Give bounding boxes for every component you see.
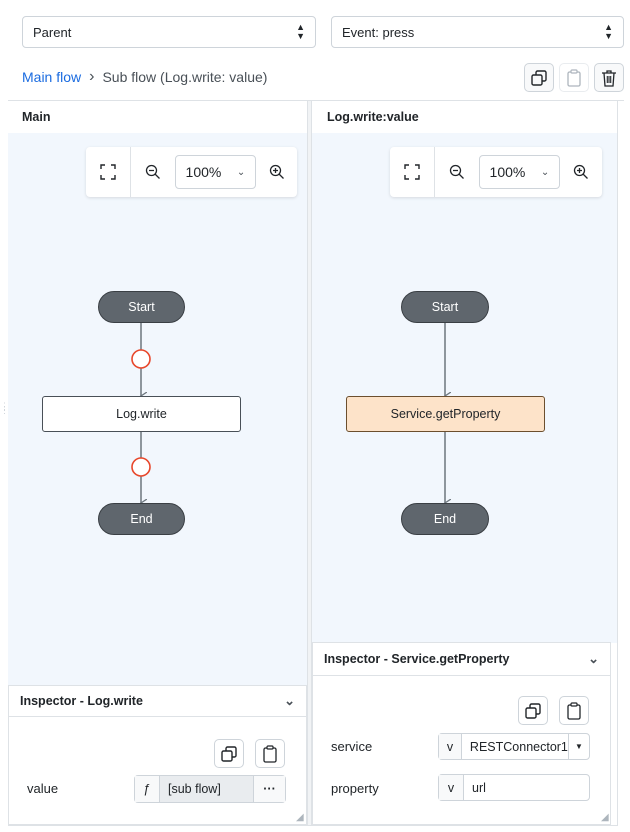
field-label-property: property (331, 781, 379, 796)
copy-icon (531, 69, 547, 86)
more-options-button[interactable]: ··· (253, 776, 285, 802)
chevron-down-icon: ⌄ (284, 693, 295, 708)
paste-field-button[interactable] (559, 696, 589, 725)
fit-view-button[interactable] (390, 147, 435, 197)
subflow-canvas-toolbar: 100% ⌄ (390, 147, 602, 197)
main-canvas-toolbar: 100% ⌄ (86, 147, 297, 197)
inspector-title: Inspector - Service.getProperty (324, 652, 510, 666)
trash-icon (602, 69, 616, 87)
chevron-down-icon: ⌄ (540, 166, 550, 178)
copy-icon (525, 702, 541, 719)
start-node[interactable]: Start (401, 291, 489, 323)
getproperty-node[interactable]: Service.getProperty (346, 396, 545, 432)
delete-button[interactable] (594, 63, 624, 92)
variable-type-tag[interactable]: v (439, 775, 464, 800)
expand-icon (404, 164, 420, 180)
zoom-out-icon (449, 164, 464, 179)
zoom-level-select[interactable]: 100% ⌄ (478, 155, 561, 189)
zoom-in-icon (269, 164, 284, 179)
resize-grip-icon[interactable]: ◢ (296, 812, 304, 823)
start-node[interactable]: Start (98, 291, 185, 323)
zoom-in-button[interactable] (256, 147, 297, 197)
updown-caret-icon: ▲▼ (296, 22, 305, 41)
zoom-level-select[interactable]: 100% ⌄ (174, 155, 257, 189)
copy-icon (221, 745, 237, 762)
value-field-text: [sub flow] (168, 782, 221, 796)
logwrite-node[interactable]: Log.write (42, 396, 241, 432)
copy-field-button[interactable] (518, 696, 548, 725)
subflow-canvas[interactable] (312, 133, 617, 643)
service-field-text: RESTConnector1 (469, 739, 568, 754)
zoom-in-icon (573, 164, 589, 179)
clipboard-icon (567, 701, 581, 720)
chevron-down-icon: ⌄ (236, 166, 246, 178)
breadcrumb-main-link[interactable]: Main flow (22, 69, 82, 85)
inspector-header[interactable]: Inspector - Service.getProperty ⌄ (313, 643, 610, 676)
zoom-in-button[interactable] (560, 147, 602, 197)
inspector-header[interactable]: Inspector - Log.write ⌄ (9, 686, 306, 717)
property-field[interactable]: v url (438, 774, 590, 801)
function-type-tag[interactable]: ƒ (135, 776, 160, 802)
copy-button[interactable] (524, 63, 554, 92)
variable-type-tag[interactable]: v (439, 734, 462, 759)
left-drag-handle-icon[interactable]: ⋮⋮ (0, 401, 9, 415)
paste-button[interactable] (559, 63, 589, 92)
pane-splitter[interactable] (307, 101, 312, 825)
parent-select-value: Parent (33, 24, 72, 40)
event-select[interactable]: Event: press ▲▼ (331, 16, 624, 48)
pane-title-main: Main (22, 110, 51, 124)
end-node[interactable]: End (401, 503, 489, 535)
pane-title-subflow: Log.write:value (327, 110, 419, 124)
zoom-out-button[interactable] (131, 147, 175, 197)
caret-down-icon[interactable]: ▼ (567, 734, 589, 759)
paste-field-button[interactable] (255, 739, 285, 768)
zoom-level-value: 100% (185, 164, 222, 180)
chevron-down-icon: ⌄ (588, 651, 599, 666)
clipboard-icon (567, 68, 581, 87)
zoom-level-value: 100% (489, 164, 526, 180)
value-field[interactable]: ƒ [sub flow] ··· (134, 775, 286, 803)
end-node[interactable]: End (98, 503, 185, 535)
service-field[interactable]: v RESTConnector1 ▼ (438, 733, 590, 760)
header-divider (8, 100, 624, 101)
event-select-value: Event: press (342, 24, 415, 40)
parent-select[interactable]: Parent ▲▼ (22, 16, 316, 48)
zoom-out-button[interactable] (435, 147, 479, 197)
right-border (617, 101, 618, 825)
inspector-title: Inspector - Log.write (20, 694, 143, 708)
property-field-text: url (472, 780, 486, 795)
breadcrumb-current: Sub flow (Log.write: value) (102, 69, 268, 85)
clipboard-icon (263, 744, 277, 763)
expand-icon (100, 164, 116, 180)
resize-grip-icon[interactable]: ◢ (601, 812, 609, 823)
breadcrumb-separator-icon: › (89, 68, 95, 85)
zoom-out-icon (145, 164, 160, 179)
field-label-value: value (27, 781, 59, 796)
updown-caret-icon: ▲▼ (604, 22, 613, 41)
bottom-border (8, 825, 618, 826)
field-label-service: service (331, 739, 373, 754)
copy-field-button[interactable] (214, 739, 244, 768)
breadcrumb: Main flow › Sub flow (Log.write: value) (22, 67, 267, 87)
fit-view-button[interactable] (86, 147, 131, 197)
